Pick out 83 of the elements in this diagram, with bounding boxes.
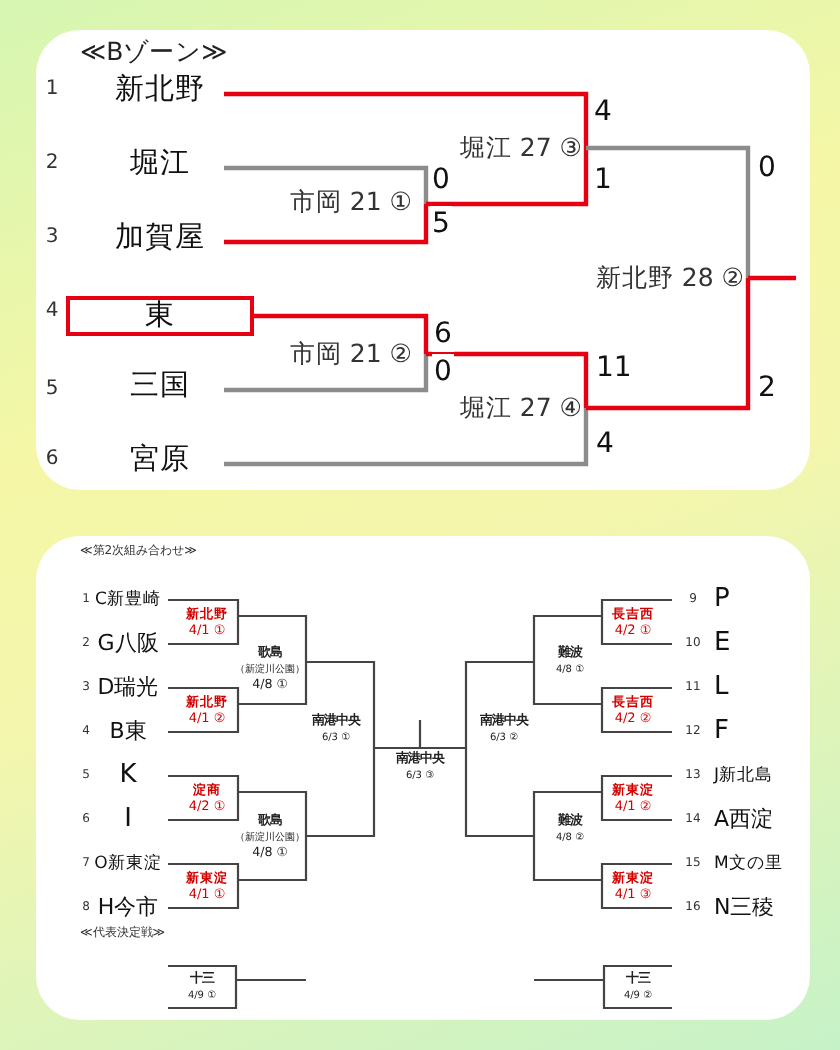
bracket-line <box>224 204 429 245</box>
bracket-line <box>600 880 672 910</box>
score-label: 6 <box>432 316 454 352</box>
team-name: M文の里 <box>714 852 783 878</box>
bracket-line <box>168 980 238 1010</box>
bracket-line <box>168 686 240 704</box>
bracket-line <box>168 880 240 910</box>
team-name: C新豊崎 <box>95 588 161 614</box>
team-name: F <box>714 716 729 748</box>
team-name: B東 <box>109 716 147 748</box>
seed-number: 2 <box>43 150 61 178</box>
bracket-line <box>418 720 422 750</box>
bracket-line <box>306 660 376 748</box>
bracket-line <box>532 836 602 882</box>
team-name: P <box>714 584 730 616</box>
bracket-line <box>236 978 308 982</box>
bracket-line <box>306 748 376 838</box>
bracket-line <box>600 598 672 616</box>
bracket-line <box>464 660 534 748</box>
team-name: 宮原 <box>130 442 190 478</box>
seed-number: 4 <box>43 298 61 326</box>
bracket-line <box>464 748 534 838</box>
bracket-line <box>238 614 308 662</box>
team-name: 加賀屋 <box>115 220 205 256</box>
seed-number: 1 <box>43 76 61 104</box>
bracket-line <box>426 148 589 207</box>
zone-title: ≪Bゾーン≫ <box>80 34 228 70</box>
team-name: 新北野 <box>115 72 205 108</box>
bracket-line <box>532 614 602 662</box>
team-name: 堀江 <box>130 146 190 182</box>
bracket-line <box>600 774 672 792</box>
bracket-line <box>254 313 429 354</box>
bracket-line <box>600 704 672 734</box>
team-name: K <box>119 760 137 792</box>
bracket-line <box>238 836 308 882</box>
bracket-line <box>600 862 672 880</box>
bracket-line <box>600 616 672 646</box>
bracket-line <box>418 746 466 750</box>
team-name: N三稜 <box>714 892 775 924</box>
bracket-line <box>426 351 589 408</box>
team-name: O新東淀 <box>94 852 162 878</box>
bracket-line <box>224 91 589 148</box>
bracket-line <box>168 862 240 880</box>
bracket-line <box>168 774 240 792</box>
team-name: I <box>124 804 132 836</box>
match-result: 堀江 27 ④ <box>459 392 582 424</box>
bracket-line <box>224 354 429 393</box>
bracket-line <box>600 686 672 704</box>
bracket-line <box>600 792 672 822</box>
bracket-line <box>224 165 429 204</box>
bracket-line <box>532 662 602 706</box>
bracket-line <box>586 278 751 411</box>
match-result: 市岡 21 ② <box>289 338 412 370</box>
bracket-line <box>238 662 308 706</box>
team-name: J新北島 <box>714 764 774 790</box>
bracket-line <box>532 978 604 982</box>
bracket-line <box>168 964 238 980</box>
match-result: 新北野 28 ② <box>595 262 744 294</box>
bracket-line <box>224 408 589 467</box>
team-name: E <box>714 628 731 660</box>
team-name-box: 東 <box>66 296 254 336</box>
bracket-line <box>602 980 672 1010</box>
team-name: H今市 <box>97 892 159 924</box>
team-name: G八阪 <box>97 628 159 660</box>
bracket-line <box>168 792 240 822</box>
bracket-line <box>602 964 672 980</box>
team-name: L <box>714 672 729 704</box>
bracket-line <box>168 598 240 616</box>
team-name: 三国 <box>130 368 190 404</box>
bracket-line <box>586 145 751 278</box>
seed-number: 5 <box>43 376 61 404</box>
bracket-line <box>748 275 799 281</box>
team-name: D瑞光 <box>97 672 159 704</box>
match-result: 堀江 27 ③ <box>459 132 582 164</box>
bracket-line <box>168 704 240 734</box>
match-result: 市岡 21 ① <box>289 186 412 218</box>
bracket-line <box>532 790 602 836</box>
bracket-line <box>374 746 422 750</box>
team-name: A西淀 <box>714 804 774 836</box>
seed-number: 3 <box>43 224 61 252</box>
bracket-line <box>238 790 308 836</box>
bracket-line <box>168 616 240 646</box>
seed-number: 6 <box>43 446 61 474</box>
